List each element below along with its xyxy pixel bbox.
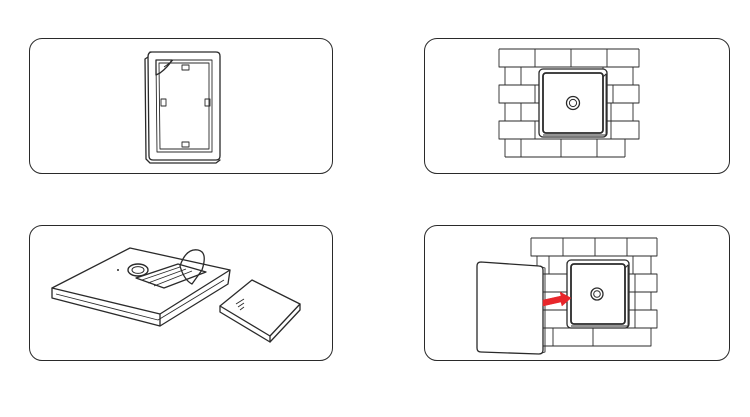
step-4-panel bbox=[424, 225, 730, 361]
battery-insert-icon bbox=[51, 247, 301, 343]
button-ring bbox=[117, 263, 149, 277]
switch-frame bbox=[566, 259, 630, 329]
step-2-panel bbox=[424, 38, 730, 174]
direction-arrow bbox=[542, 291, 572, 307]
step-1-panel bbox=[29, 38, 333, 174]
frame-outer bbox=[144, 51, 221, 164]
brick-wall bbox=[498, 48, 640, 158]
frame-on-wall-icon bbox=[498, 48, 640, 158]
peeled-adhesive-corner bbox=[155, 59, 174, 76]
mounting-screw-hole bbox=[565, 95, 581, 111]
pull-tab bbox=[179, 249, 205, 285]
mounting-tabs bbox=[160, 64, 211, 148]
adhesive-frame-icon bbox=[144, 51, 221, 164]
step-3-panel bbox=[29, 225, 333, 361]
battery-compartment bbox=[135, 263, 207, 289]
cover-plate bbox=[219, 279, 301, 343]
frame-inner bbox=[155, 59, 213, 153]
attach-cover-icon bbox=[476, 237, 658, 355]
front-cover bbox=[476, 261, 546, 355]
switch-body bbox=[51, 247, 231, 327]
